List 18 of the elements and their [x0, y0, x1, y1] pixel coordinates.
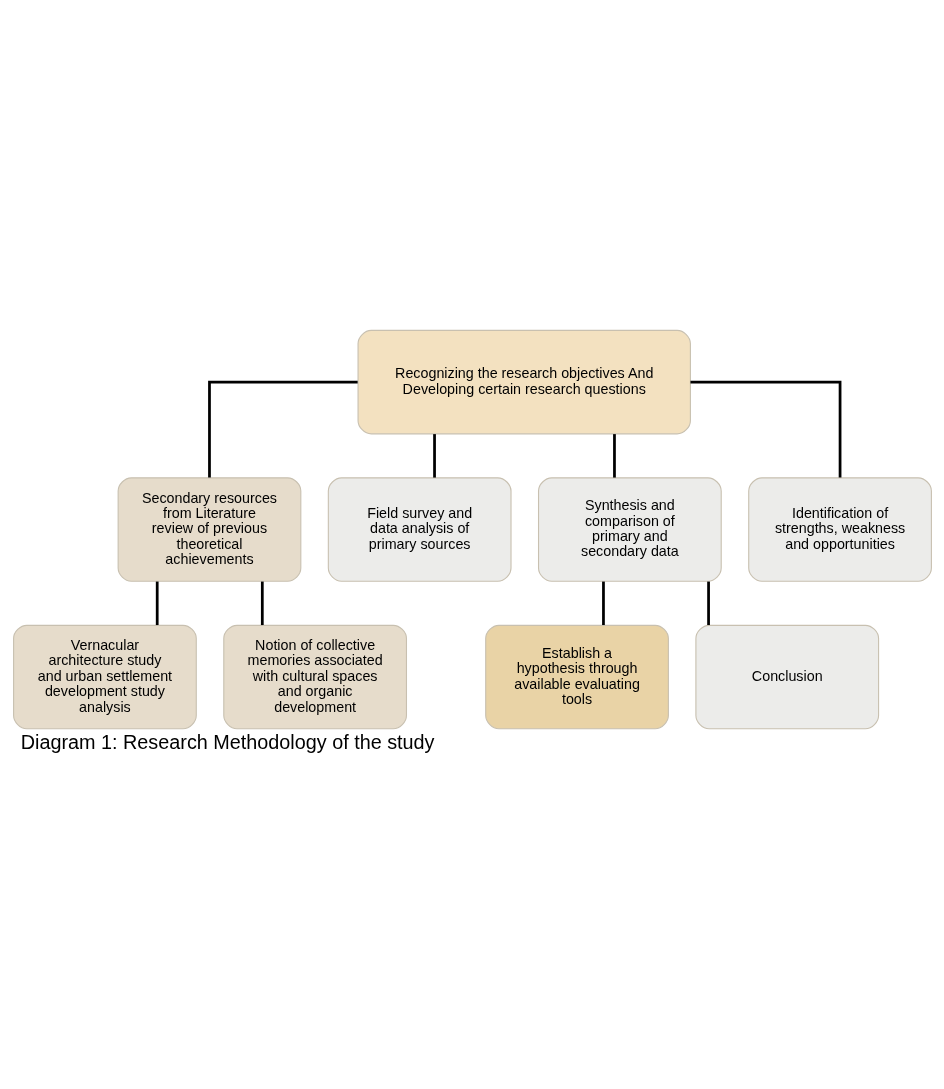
connector [155, 581, 159, 625]
connector [612, 433, 616, 478]
node-box: Secondary resources from Literature review of previous theoretical achievements [117, 476, 301, 582]
node-box: Field survey and data analysis of primary sources [327, 476, 512, 582]
node-box: Vernacular architecture study and urban settlement development study analysis [12, 624, 197, 729]
node-box: Notion of collective memories associated with cultural spaces and organic development [222, 624, 407, 729]
node-box: Conclusion [694, 624, 879, 729]
connector [601, 581, 605, 625]
connector [689, 380, 841, 478]
node-box: Synthesis and comparison of primary and secondary data [537, 476, 722, 582]
connector [260, 581, 264, 625]
node-box: Establish a hypothesis through available evaluating tools [484, 624, 669, 729]
caption: Diagram 1: Research Methodology of the study [20, 730, 435, 753]
node-box: Recognizing the research objectives And Developing certain research questions [357, 329, 691, 434]
connector [432, 433, 436, 478]
connector [706, 581, 710, 625]
node-box: Identification of strengths, weakness and opportunities [747, 476, 932, 582]
connector [207, 380, 358, 478]
